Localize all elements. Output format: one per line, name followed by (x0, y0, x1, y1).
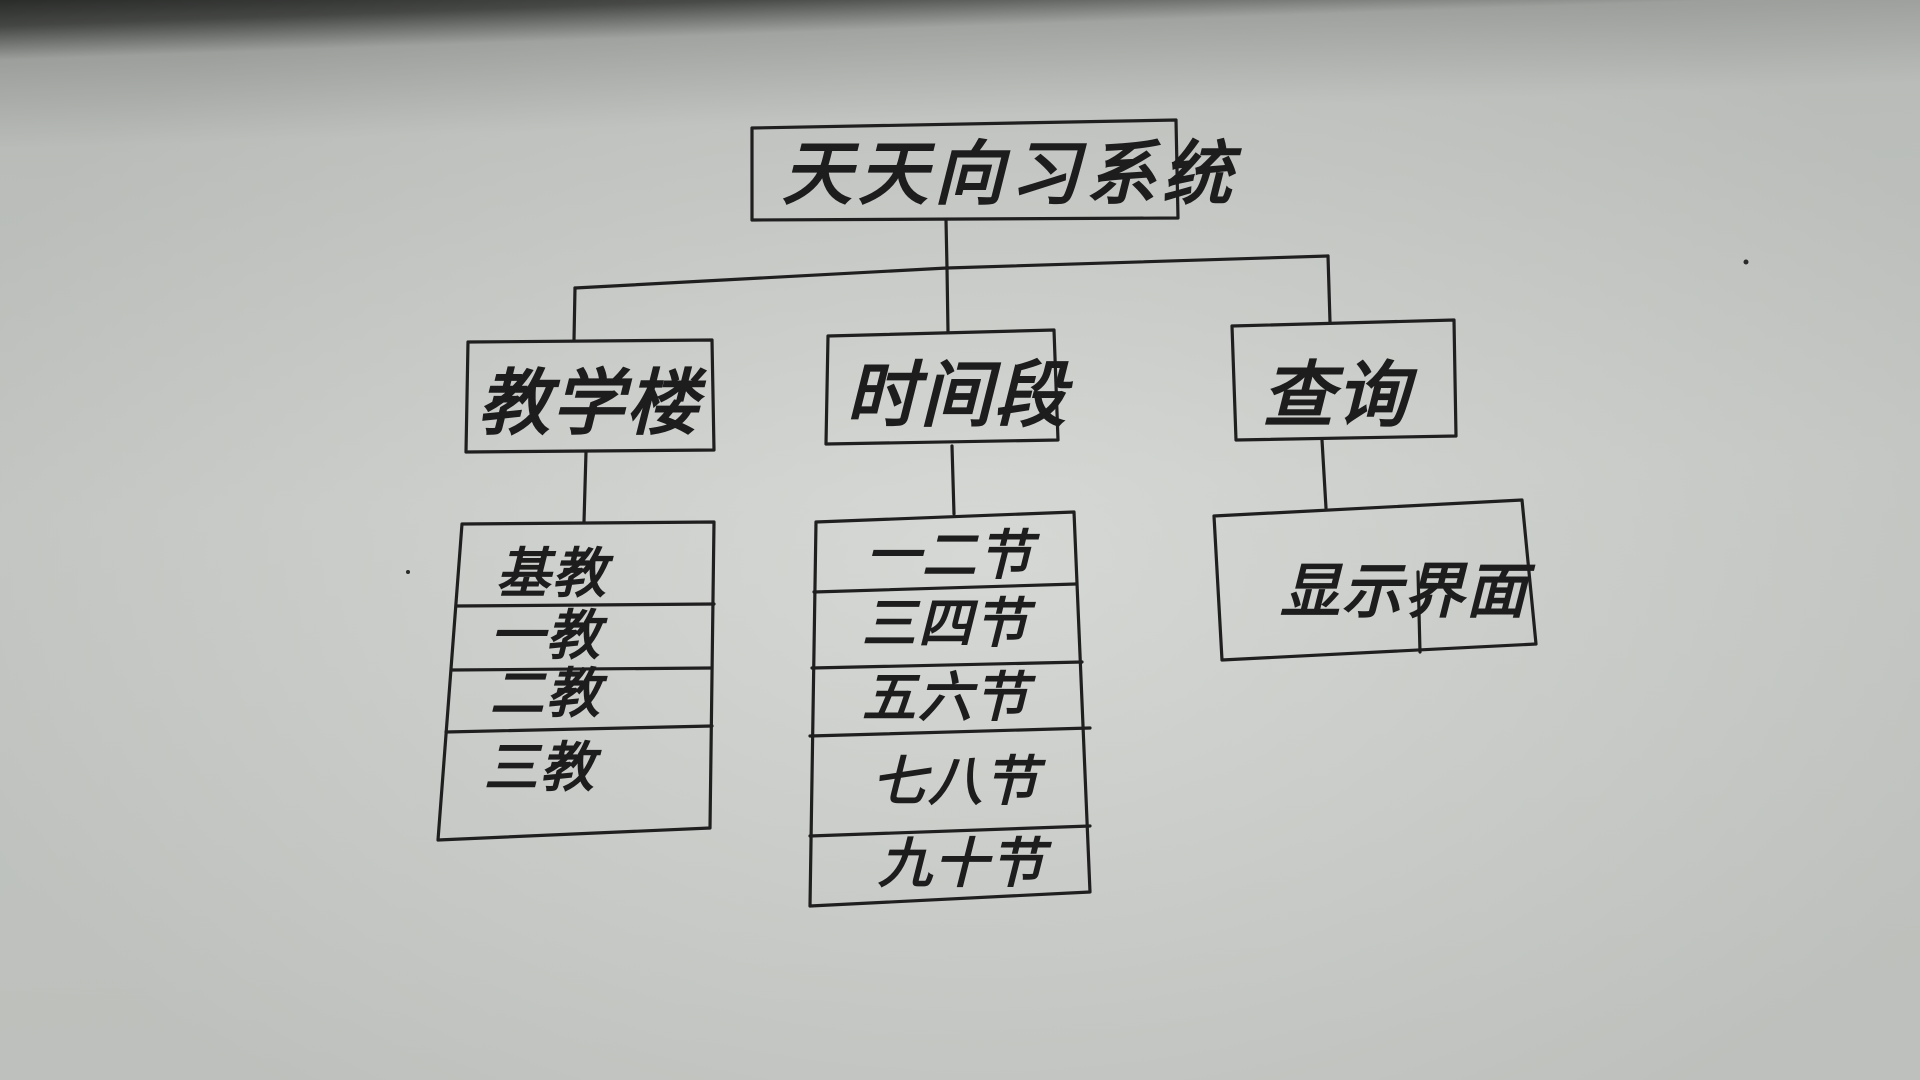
time-slot-item: 五六节 (862, 665, 1036, 729)
connectors (572, 218, 1332, 524)
query-header-label: 查询 (1262, 352, 1418, 437)
building-header-box (464, 338, 716, 454)
link-query-display (1320, 438, 1328, 510)
building-row-divider (450, 666, 714, 672)
link-time-list (950, 444, 956, 516)
display-box (1212, 498, 1538, 662)
building-item: 基教 (496, 541, 614, 605)
root-stem (944, 218, 949, 270)
time-row-divider (808, 824, 1092, 838)
time-slot-item: 九十节 (878, 831, 1052, 895)
time-header-label: 时间段 (846, 352, 1074, 437)
link-time (945, 266, 950, 334)
branch-query: 查询 显示界面 (1212, 318, 1538, 662)
link-query (1326, 254, 1332, 324)
branch-time-slot: 时间段 一二节 三四节 五六节 七八节 九十节 (808, 328, 1092, 908)
root-box (750, 118, 1180, 222)
building-item: 一教 (490, 603, 608, 667)
paper-speck (1743, 259, 1749, 265)
display-inner-divider (1416, 570, 1422, 654)
building-list-box (436, 520, 716, 842)
link-building (572, 286, 577, 342)
building-row-divider (444, 724, 714, 734)
time-header-box (824, 328, 1060, 446)
display-label: 显示界面 (1280, 557, 1536, 627)
building-item: 三教 (484, 735, 602, 799)
query-header-box (1230, 318, 1458, 442)
time-slot-item: 一二节 (866, 523, 1040, 587)
time-slot-item: 七八节 (872, 749, 1046, 813)
paper-speck (406, 570, 410, 574)
branch-teaching-building: 教学楼 基教 一教 二教 三教 (436, 338, 716, 842)
building-item: 二教 (490, 661, 608, 725)
root-node: 天天向习系统 (750, 118, 1242, 222)
time-row-divider (810, 660, 1084, 670)
time-row-divider (812, 582, 1078, 594)
time-list-box (808, 510, 1092, 908)
building-header-label: 教学楼 (478, 360, 708, 445)
time-slot-item: 三四节 (862, 591, 1036, 655)
branch-bar (573, 254, 1330, 290)
link-building-list (582, 450, 588, 524)
building-row-divider (454, 602, 716, 608)
root-label: 天天向习系统 (782, 132, 1242, 215)
time-row-divider (808, 726, 1092, 738)
